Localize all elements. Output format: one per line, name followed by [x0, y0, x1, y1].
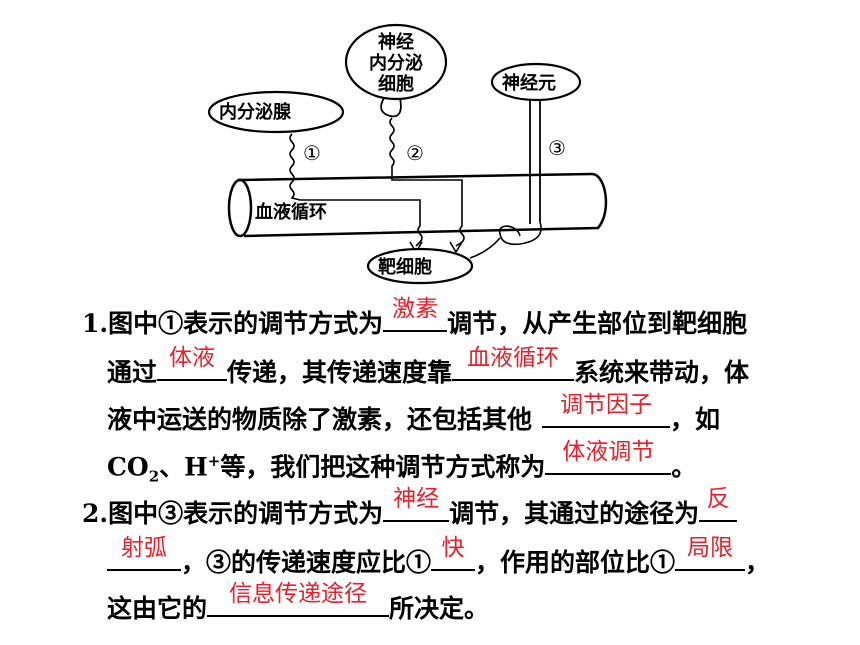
q1-blank-5[interactable]: 体液调节: [545, 439, 672, 476]
arrow-2: [449, 241, 463, 254]
q1-blank-1[interactable]: 激素: [383, 296, 448, 332]
neuron-shape: [490, 62, 582, 102]
q1-line-2: 通过体液传递，其传递速度靠血液循环系统来带动，体: [107, 345, 750, 387]
neuron-axon: [529, 100, 541, 224]
q1-blank-4[interactable]: 调节因子: [542, 392, 671, 428]
q1-line-1: 1.图中①表示的调节方式为激素调节，从产生部位到靶细胞: [82, 296, 748, 338]
marker-3: ③: [548, 136, 566, 160]
neuroendocrine-label-2: 内分泌: [369, 52, 423, 74]
path-1-in-vessel: [289, 181, 423, 247]
q2-blank-2[interactable]: 反: [699, 486, 738, 522]
neuroendocrine-cell-shape: [344, 23, 448, 101]
q2-blank-1[interactable]: 神经: [383, 486, 450, 522]
path-2-in-vessel: [391, 174, 465, 247]
neuroendocrine-neck: [380, 97, 402, 118]
q2-blank-6[interactable]: 信息传递途径: [207, 581, 390, 617]
marker-2: ②: [406, 141, 424, 165]
endocrine-gland-shape: [207, 90, 345, 134]
q1-line-4: CO2、H+等，我们把这种调节方式称为体液调节。: [107, 439, 697, 486]
marker-1: ①: [303, 141, 321, 165]
neuroendocrine-label-3: 细胞: [378, 73, 414, 95]
regulation-diagram: 血液循环 内分泌腺 ① 神经 内分泌 细胞 ② 神经元 ③ 靶细胞: [207, 23, 608, 285]
neuron-terminal: [498, 221, 542, 246]
blood-circulation-label: 血液循环: [255, 201, 327, 223]
q1-blank-3[interactable]: 血液循环: [452, 345, 575, 381]
q2-blank-4[interactable]: 快: [431, 535, 476, 571]
q1-blank-2[interactable]: 体液: [157, 345, 228, 381]
q2-line-3: 这由它的信息传递途径所决定。: [107, 581, 490, 623]
q2-blank-5[interactable]: 局限: [675, 535, 746, 571]
target-cell-label: 靶细胞: [378, 256, 432, 278]
endocrine-gland-label: 内分泌腺: [219, 101, 292, 123]
target-cell-shape: [366, 247, 474, 285]
blood-vessel: [227, 172, 608, 238]
pathway-1-wavy: [289, 133, 295, 183]
neuron-label: 神经元: [502, 72, 556, 94]
q2-line-1: 2.图中③表示的调节方式为神经调节，其通过的途径为反: [82, 486, 738, 529]
neuroendocrine-label-1: 神经: [378, 31, 414, 53]
pathway-2-wavy: [389, 117, 395, 174]
q2-blank-3[interactable]: 射弧: [107, 535, 181, 571]
target-cell-contact: [469, 237, 501, 259]
q1-line-3: 液中运送的物质除了激素，还包括其他调节因子，如: [107, 392, 721, 434]
